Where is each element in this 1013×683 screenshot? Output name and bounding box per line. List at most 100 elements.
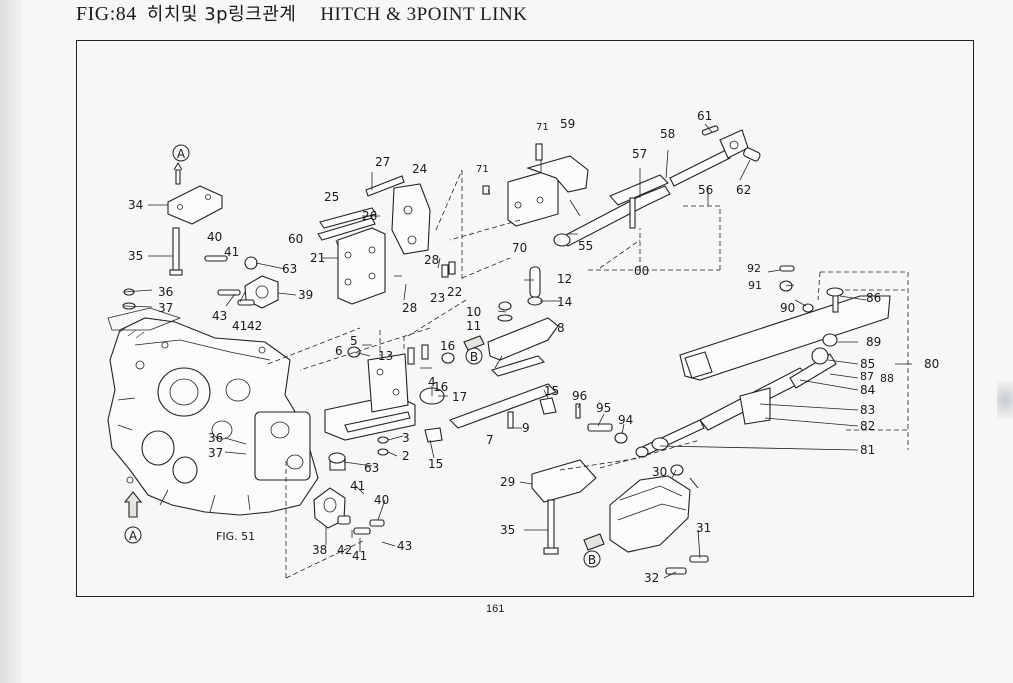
lift-arm-assembly [575,265,891,458]
figure-code: FIG:84 [76,3,137,25]
callout-15b: 15 [544,384,559,398]
callout-29: 29 [500,475,515,489]
callout-58: 58 [660,127,675,141]
callout-62: 62 [736,183,751,197]
callout-83: 83 [860,403,875,417]
leader-lines [123,123,912,579]
page-title: FIG:84 히치및 3p링크관계 HITCH & 3POINT LINK [76,0,527,26]
callout-16-lower: 16 [433,380,448,394]
callout-38: 38 [312,543,327,557]
callout-90: 90 [780,301,795,315]
top-link-assembly [482,125,761,247]
title-korean: 히치및 3p링크관계 [146,4,297,25]
callout-14: 14 [557,295,572,309]
callout-91: 91 [748,279,762,292]
callout-41: 41 [224,245,239,259]
callout-13: 13 [378,349,393,363]
callout-42: 42 [247,319,262,333]
callout-26: 26 [362,209,377,223]
callout-17: 17 [452,390,467,404]
callout-86: 86 [866,291,881,305]
lower-link-pins [313,452,385,535]
callout-37: 37 [158,301,173,315]
view-a-label-bottom: A [129,529,138,543]
callout-23: 23 [430,291,445,305]
callout-34: 34 [128,198,143,212]
callout-36b: 36 [208,431,223,445]
callout-2: 2 [402,449,410,463]
callout-30: 30 [652,465,667,479]
transmission-housing [107,307,319,516]
callout-10: 10 [466,305,481,319]
callout-41d: 41 [352,549,367,563]
callout-12: 12 [557,272,572,286]
callout-71b: 71 [476,164,489,175]
callout-37b: 37 [208,446,223,460]
callout-43b: 43 [397,539,412,553]
scan-speck [997,380,1013,420]
callout-82: 82 [860,419,875,433]
callout-3: 3 [402,431,410,445]
scan-edge-shadow [0,0,22,683]
callout-88: 88 [880,372,894,385]
callout-71: 71 [536,122,549,133]
callout-81: 81 [860,443,875,457]
callout-39: 39 [298,288,313,302]
callout-32: 32 [644,571,659,585]
callout-15: 15 [428,457,443,471]
callout-63: 63 [282,262,297,276]
callout-41b: 41 [232,319,247,333]
callout-24: 24 [412,162,427,176]
page-number: 161 [486,603,505,615]
callout-55: 55 [578,239,593,253]
callout-00: 00 [634,264,649,278]
callout-85: 85 [860,357,875,371]
callout-87: 87 [860,370,874,383]
callout-16: 16 [440,339,455,353]
drawing-frame [76,40,974,597]
callout-4: 4 [428,375,436,389]
view-marker-a-bottom: A [123,491,143,544]
view-marker-b-center: B [463,335,485,365]
callout-80: 80 [924,357,939,371]
callout-9: 9 [522,421,530,435]
callout-25: 25 [324,190,339,204]
callout-96: 96 [572,389,587,403]
callout-41c: 41 [350,479,365,493]
callout-63b: 63 [364,461,379,475]
view-a-label-top: A [177,147,186,161]
fig-51-reference: FIG. 51 [216,530,255,543]
hitch-bracket-assembly [324,266,559,456]
pto-cover-assembly [531,459,709,575]
callout-94: 94 [618,413,633,427]
view-b-label-bottom: B [588,553,596,567]
callout-21: 21 [310,251,325,265]
lift-bracket-assembly [317,175,456,305]
callout-92: 92 [747,262,761,275]
callout-5: 5 [350,334,358,348]
view-marker-b-bottom: B [583,533,605,568]
callout-7: 7 [486,433,494,447]
callout-8: 8 [557,321,565,335]
callout-35b: 35 [500,523,515,537]
callout-28: 28 [424,253,439,267]
callout-70: 70 [512,241,527,255]
callout-35: 35 [128,249,143,263]
callout-59: 59 [560,117,575,131]
callout-61: 61 [697,109,712,123]
callout-60: 60 [288,232,303,246]
callout-22: 22 [447,285,462,299]
callout-56: 56 [698,183,713,197]
callout-31: 31 [696,521,711,535]
callout-36: 36 [158,285,173,299]
callout-89: 89 [866,335,881,349]
view-b-label-center: B [470,350,478,364]
callout-28b: 28 [402,301,417,315]
callout-labels: FIG. 51 34 35 36 37 40 41 63 39 43 41 42… [128,109,939,585]
title-english: HITCH & 3POINT LINK [320,4,528,25]
upper-link-pins [204,255,279,309]
callout-42b: 42 [337,543,352,557]
callout-11: 11 [466,319,481,333]
callout-27: 27 [375,155,390,169]
